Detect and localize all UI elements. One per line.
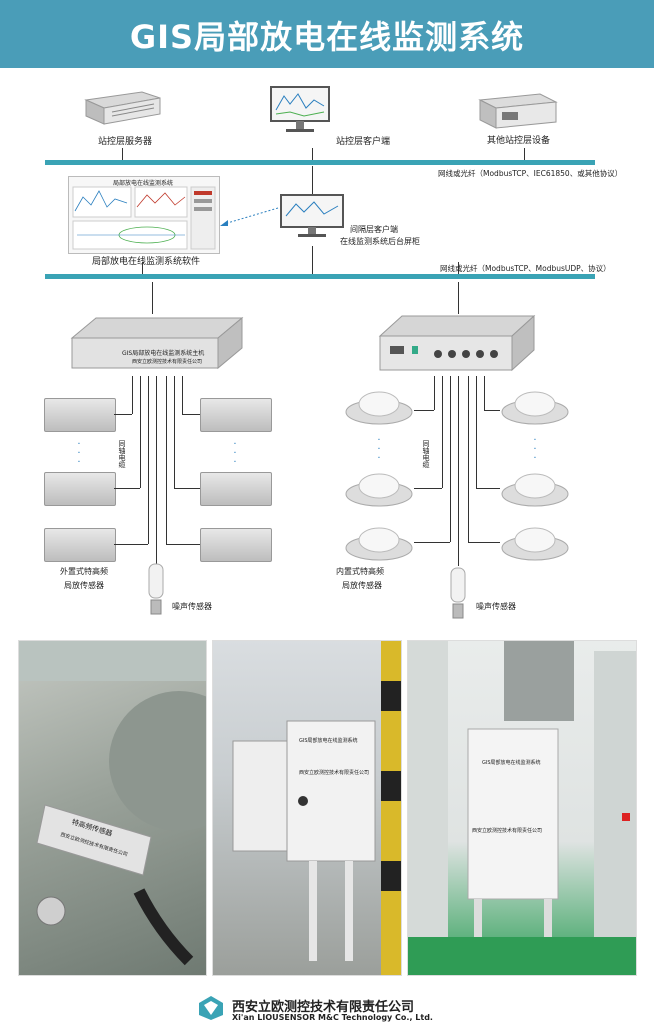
left-ext-sensor-2 (44, 472, 116, 506)
right-wire-4 (468, 376, 469, 542)
left-wire-1 (132, 376, 133, 414)
arrow-left-unit (152, 282, 153, 314)
photo2-text-2: 西安立欧测控技术有限责任公司 (299, 770, 370, 776)
left-unit-text: GIS局部放电在线监测系统主机 (122, 350, 205, 357)
left-ellipsis-2: ··· (233, 439, 237, 468)
right-wire-1 (434, 376, 435, 410)
left-noise-sensor (146, 562, 166, 620)
left-main-unit: GIS局部放电在线监测系统主机 西安立欧测控技术有限责任公司 (66, 316, 244, 370)
software-screen-title: 局部放电在线监测系统 (113, 180, 174, 187)
left-wire-5 (174, 376, 175, 488)
right-int-sensor-4 (501, 391, 569, 425)
right-wire-4h (468, 542, 500, 543)
left-sensor-label-2: 局放传感器 (64, 581, 104, 590)
right-noise-label: 噪声传感器 (476, 602, 516, 611)
right-ellipsis-2: ··· (533, 435, 537, 464)
left-wire-6h (182, 414, 200, 415)
left-wire-5h (174, 488, 200, 489)
right-noise-sensor (448, 566, 468, 624)
right-wire-5 (476, 376, 477, 488)
arrow-bay-to-station (312, 166, 313, 194)
right-int-sensor-6 (501, 527, 569, 561)
left-wire-2h (114, 488, 140, 489)
right-main-unit (376, 314, 536, 374)
right-int-sensor-1 (345, 391, 413, 425)
arrow-client (312, 148, 313, 160)
bay-client-label-1: 间隔层客户端 (350, 225, 398, 234)
arrow-software (142, 262, 143, 274)
station-client-monitor (270, 86, 330, 134)
left-wire-3h (114, 544, 148, 545)
left-ext-sensor-6 (200, 528, 272, 562)
left-unit-subtext: 西安立欧测控技术有限责任公司 (132, 359, 203, 365)
station-bus-label: 网线或光纤（ModbusTCP、IEC61850、或其他协议） (438, 169, 623, 178)
arrow-server (122, 148, 123, 160)
station-other-label: 其他站控层设备 (487, 136, 551, 146)
right-sensor-label-2: 局放传感器 (342, 581, 382, 590)
right-int-sensor-2 (345, 473, 413, 507)
station-other-device (478, 90, 558, 130)
footer-company-cn: 西安立欧测控技术有限责任公司 (232, 1000, 415, 1015)
left-ext-sensor-4 (200, 398, 272, 432)
right-int-sensor-5 (501, 473, 569, 507)
right-wire-2h (414, 488, 442, 489)
right-wire-3h (414, 542, 450, 543)
left-wire-4 (166, 376, 167, 544)
right-int-sensor-3 (345, 527, 413, 561)
left-wire-noise (156, 376, 157, 564)
right-wire-5h (476, 488, 500, 489)
left-ext-sensor-3 (44, 528, 116, 562)
left-wire-6 (182, 376, 183, 414)
photo2-text-1: GIS局部放电在线监测系统 (299, 738, 358, 744)
bay-client-label-2: 在线监测系统后台屏柜 (340, 237, 420, 246)
page-title: GIS局部放电在线监测系统 (129, 18, 525, 56)
photo-cabinet-indoor: GIS局部放电在线监测系统 西安立欧测控技术有限责任公司 (407, 640, 637, 976)
left-ext-sensor-1 (44, 398, 116, 432)
arrow-bay-right (458, 262, 459, 274)
software-label: 局部放电在线监测系统软件 (92, 257, 201, 267)
station-bus (45, 160, 595, 165)
right-wire-2 (442, 376, 443, 488)
photo-external-sensor: 特高频传感器 西安立欧测控技术有限责任公司 (18, 640, 207, 976)
header-banner (0, 0, 654, 68)
left-wire-2 (140, 376, 141, 488)
bay-bus-label: 网线或光纤（ModbusTCP、ModbusUDP、协议） (440, 264, 611, 273)
right-wire-3 (450, 376, 451, 542)
right-sensor-label-1: 内置式特高频 (336, 567, 384, 576)
left-noise-label: 噪声传感器 (172, 602, 212, 611)
station-server-image (82, 88, 162, 126)
station-server-label: 站控层服务器 (98, 137, 153, 147)
right-wire-6h (484, 410, 500, 411)
photo-cabinet-outdoor: GIS局部放电在线监测系统 西安立欧测控技术有限责任公司 (212, 640, 402, 976)
left-wire-3 (148, 376, 149, 544)
photo3-text-2: 西安立欧测控技术有限责任公司 (472, 828, 543, 834)
right-cable-label: 同轴电缆 (422, 440, 430, 468)
arrow-other (524, 148, 525, 160)
monitoring-software-screen: 局部放电在线监测系统 (68, 176, 220, 254)
photo3-text-1: GIS局部放电在线监测系统 (482, 760, 541, 766)
arrow-bay-client (312, 246, 313, 274)
right-wire-1h (414, 410, 434, 411)
arrow-right-unit (458, 282, 459, 314)
right-ellipsis-1: ··· (377, 435, 381, 464)
bay-client-monitor (280, 194, 344, 240)
left-cable-label: 同轴电缆 (118, 440, 126, 468)
bay-bus (45, 274, 595, 279)
footer-company-en: Xi'an LIOUSENSOR M&C Technology Co., Ltd… (232, 1013, 433, 1022)
company-logo-icon (199, 996, 223, 1020)
right-wire-noise (458, 376, 459, 566)
left-ext-sensor-5 (200, 472, 272, 506)
right-wire-6 (484, 376, 485, 410)
left-wire-1h (114, 414, 132, 415)
left-sensor-label-1: 外置式特高频 (60, 567, 108, 576)
left-ellipsis-1: ··· (77, 439, 81, 468)
left-wire-4h (166, 544, 200, 545)
dashed-link-arrow (220, 207, 279, 226)
station-client-label: 站控层客户端 (336, 137, 391, 147)
